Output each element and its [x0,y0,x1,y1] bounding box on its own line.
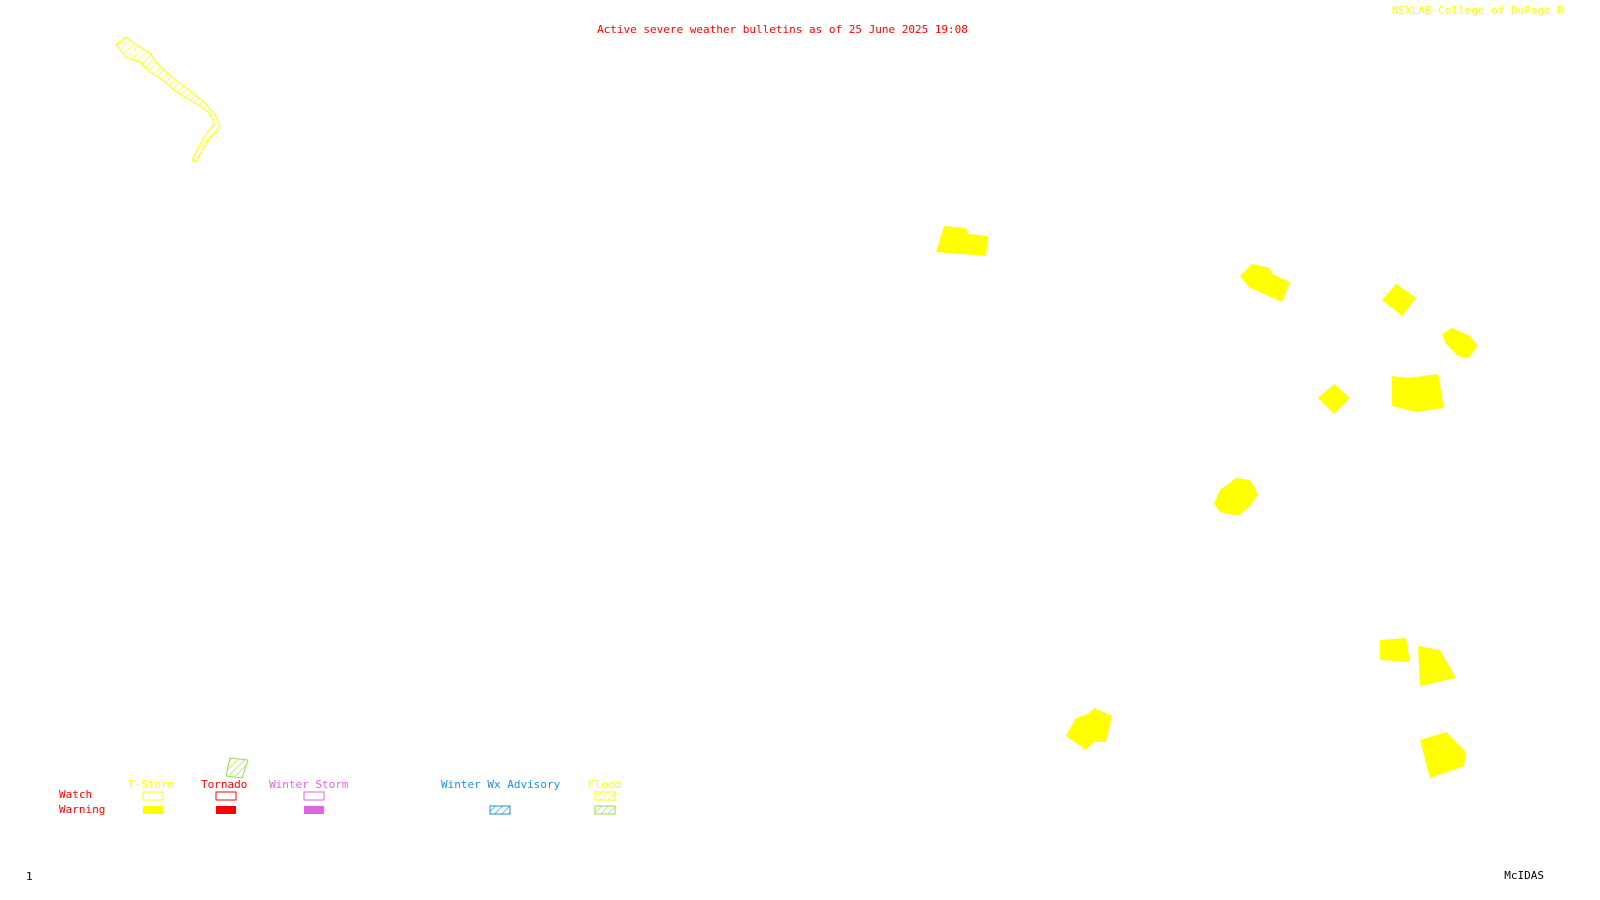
legend-label-tornado: Tornado [201,778,248,791]
legend-tornado-warning-swatch [216,806,236,814]
page-title: Active severe weather bulletins as of 25… [597,23,968,36]
software-label: McIDAS [1504,869,1544,882]
frame-number: 1 [26,870,33,883]
tstorm-warning-polygon [1214,478,1258,516]
legend-winter-wx-advisory-swatch [489,805,511,815]
legend-swatches [142,791,616,815]
tstorm-warning-polygon [1382,284,1416,316]
flood-warning-area [225,757,249,779]
tstorm-warning-polygon [936,226,988,256]
legend-tstorm-warning-swatch [143,806,163,814]
legend-winter-storm-watch-swatch [303,791,325,801]
credit-label: NEXLAB-College of DuPage R [1391,4,1564,17]
legend-label-tstorm: T-Storm [128,778,175,791]
tstorm-warning-polygon [1420,732,1466,778]
tstorm-warning-polygon [1418,646,1456,686]
legend-tornado-watch-swatch [215,791,237,801]
tstorm-warning-polygons [936,226,1478,778]
legend-row-watch: Watch [59,788,93,801]
tstorm-warning-polygon [1442,328,1478,358]
tstorm-warning-polygon [1318,384,1350,414]
legend-winter-storm-warning-swatch [304,806,324,814]
tstorm-warning-polygon [1380,638,1410,662]
tstorm-warning-polygon [1066,708,1112,750]
tstorm-warning-polygon [1240,264,1290,302]
legend-label-winter-storm: Winter Storm [269,778,349,791]
legend-label-flood: Flood [588,778,622,791]
legend-tstorm-watch-swatch [142,791,164,801]
legend-label-winter-wx-advisory: Winter Wx Advisory [441,778,561,791]
legend-flood-watch-swatch [594,791,616,801]
legend-flood-warning-swatch [594,805,616,815]
tstorm-warning-polygon [1392,374,1444,412]
flood-watch-area [115,36,221,163]
legend-row-warning: Warning [59,803,106,816]
